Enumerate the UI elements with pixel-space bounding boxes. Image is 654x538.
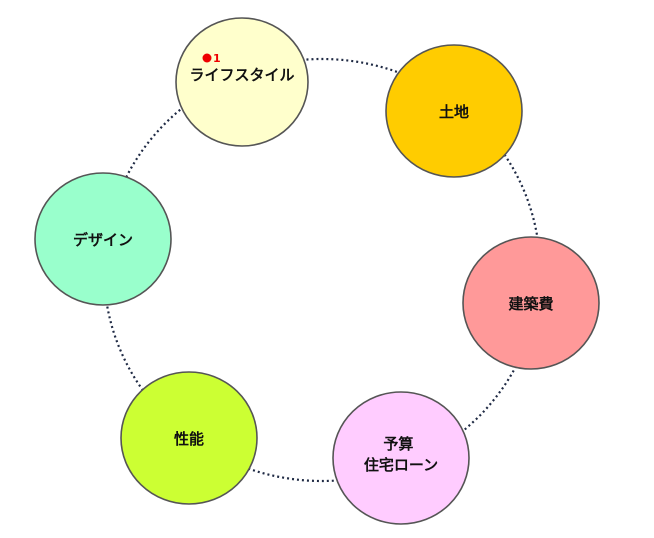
node-design: デザイン <box>34 172 172 306</box>
node-lifestyle-circle <box>175 17 309 147</box>
node-design-label: デザイン <box>73 231 133 249</box>
node-construction-cost-circle <box>462 236 600 370</box>
node-construction-cost: 建築費 <box>462 236 600 370</box>
node-performance: 性能 <box>120 371 258 505</box>
node-land-label: 土地 <box>439 103 469 121</box>
node-performance-circle <box>120 371 258 505</box>
node-lifestyle-label: ライフスタイル <box>189 66 294 84</box>
marker-dot <box>202 53 212 63</box>
node-construction-cost-label: 建築費 <box>508 295 553 313</box>
node-land: 土地 <box>385 44 523 178</box>
node-performance-label: 性能 <box>174 430 204 448</box>
node-budget-loan-circle <box>332 391 470 525</box>
node-land-circle <box>385 44 523 178</box>
node-budget-loan-label: 予算 住宅ローン <box>364 435 438 474</box>
node-budget-loan: 予算 住宅ローン <box>332 391 470 525</box>
node-lifestyle: ライフスタイル 1 <box>175 17 309 147</box>
marker-label: 1 <box>213 52 221 65</box>
node-design-circle <box>34 172 172 306</box>
